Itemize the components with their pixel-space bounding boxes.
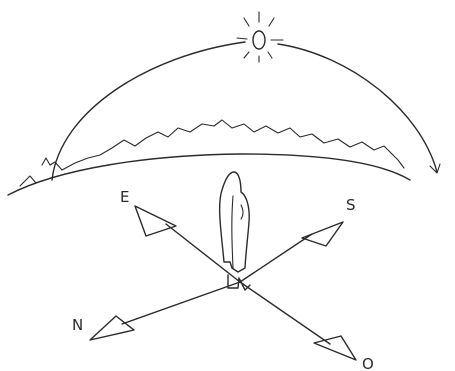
- arrow-west: [314, 336, 356, 360]
- compass-cross: [122, 224, 330, 344]
- sun-path-arc-end: [278, 44, 437, 172]
- person-inner-line: [232, 196, 233, 268]
- label-north: N: [72, 316, 83, 334]
- arrow-north: [90, 316, 134, 340]
- sun-icon: [237, 12, 283, 62]
- label-south: S: [346, 196, 356, 214]
- arrow-east: [135, 206, 176, 236]
- horizon-line: [8, 154, 410, 195]
- mountain-range: [42, 120, 404, 170]
- label-east: E: [120, 188, 129, 206]
- person-face-mark: [241, 205, 243, 219]
- label-west: O: [362, 355, 374, 371]
- arrow-south: [302, 222, 343, 246]
- person-silhouette: [220, 172, 250, 272]
